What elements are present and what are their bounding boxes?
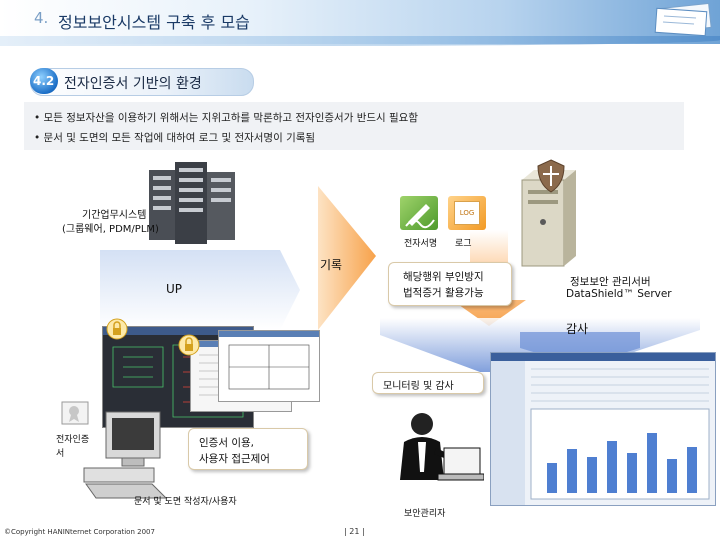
drawing-screenshot: [218, 330, 320, 402]
copyright-text: ©Copyright HANINternet Corporation 2007: [4, 528, 155, 536]
server-rack-image: [145, 158, 240, 253]
log-tag: LOG: [454, 201, 480, 225]
mgmt-server-label-2: DataShield™ Server: [566, 288, 672, 300]
signature-icon: [400, 196, 438, 230]
log-label: 로그: [455, 236, 472, 249]
log-icon: LOG: [448, 196, 486, 230]
non-repudiation-line1: 해당행위 부인방지: [403, 269, 484, 284]
certificate-lock-icon-2: [178, 334, 200, 356]
mgmt-server-label-1: 정보보안 관리서버: [570, 274, 651, 289]
monitoring-label: 모니터링 및 감사: [383, 377, 454, 392]
signature-label: 전자서명: [404, 236, 437, 249]
certificate-lock-icon-1: [106, 318, 128, 340]
non-repudiation-box: 해당행위 부인방지 법적증거 활용가능: [388, 262, 512, 306]
cert-label-2: 서: [56, 446, 64, 459]
user-label: 문서 및 도면 작성자/사용자: [134, 494, 237, 507]
access-control-box: 인증서 이용, 사용자 접근제어: [188, 428, 308, 470]
audit-label: 감사: [566, 320, 588, 337]
user-computer-image: [82, 408, 174, 500]
access-control-line1: 인증서 이용,: [199, 435, 254, 450]
monitoring-screenshot: [490, 352, 716, 506]
page-number: | 21 |: [344, 527, 365, 536]
server-label-2: (그룹웨어, PDM/PLM): [62, 220, 159, 235]
shield-icon: [536, 158, 566, 194]
record-label: 기록: [320, 256, 342, 273]
up-label: UP: [166, 282, 182, 296]
security-admin-image: [388, 402, 484, 498]
access-control-line2: 사용자 접근제어: [199, 451, 270, 466]
monitoring-box: 모니터링 및 감사: [372, 372, 484, 394]
server-label-1: 기간업무시스템: [82, 206, 146, 221]
up-arrow-band: [100, 250, 300, 330]
non-repudiation-line2: 법적증거 활용가능: [403, 285, 484, 300]
admin-label: 보안관리자: [404, 506, 445, 519]
